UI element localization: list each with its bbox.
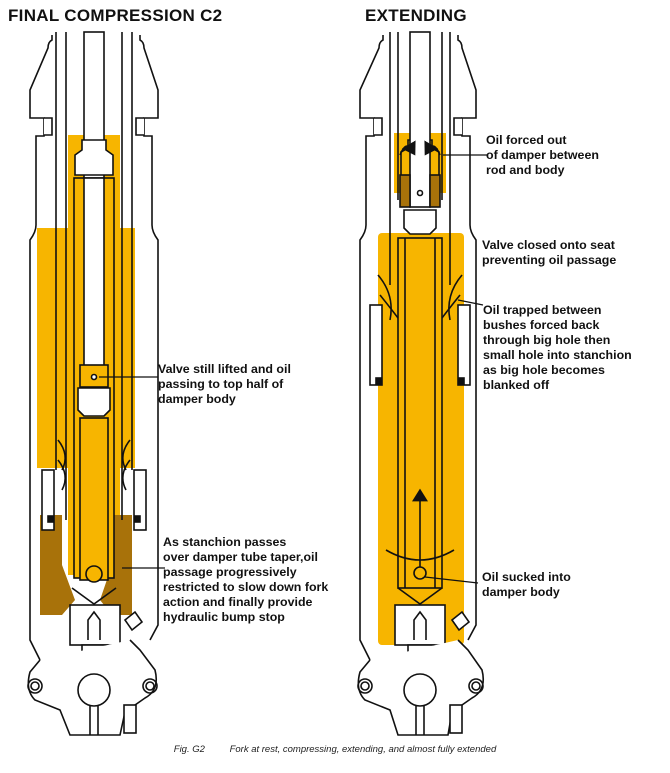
leader-line-oil-sucked bbox=[424, 576, 479, 584]
figure-caption-text: Fork at rest, compressing, extending, an… bbox=[229, 744, 497, 755]
oil-region-dark bbox=[40, 515, 75, 615]
annotation-valve-lifted: Valve still lifted and oil passing to to… bbox=[158, 362, 291, 406]
annotation-oil-trapped: Oil trapped between bushes forced back t… bbox=[483, 303, 632, 392]
fork-left bbox=[27, 31, 159, 736]
annotation-valve-closed: Valve closed onto seat preventing oil pa… bbox=[482, 238, 617, 267]
annotation-stanchion-taper: As stanchion passes over damper tube tap… bbox=[163, 535, 329, 624]
annotation-oil-forced-out: Oil forced out of damper between rod and… bbox=[486, 133, 599, 177]
figure-number: Fig. G2 bbox=[173, 744, 205, 755]
fork-right bbox=[357, 31, 485, 736]
annotation-oil-sucked: Oil sucked into damper body bbox=[482, 570, 571, 599]
panel-title-extending: EXTENDING bbox=[365, 6, 467, 25]
oil-region-dark bbox=[100, 515, 132, 615]
panel-title-final-compression: FINAL COMPRESSION C2 bbox=[8, 6, 223, 25]
leader-line-oil-trapped bbox=[457, 299, 484, 306]
figure-caption: Fig. G2 Fork at rest, compressing, exten… bbox=[0, 744, 670, 755]
